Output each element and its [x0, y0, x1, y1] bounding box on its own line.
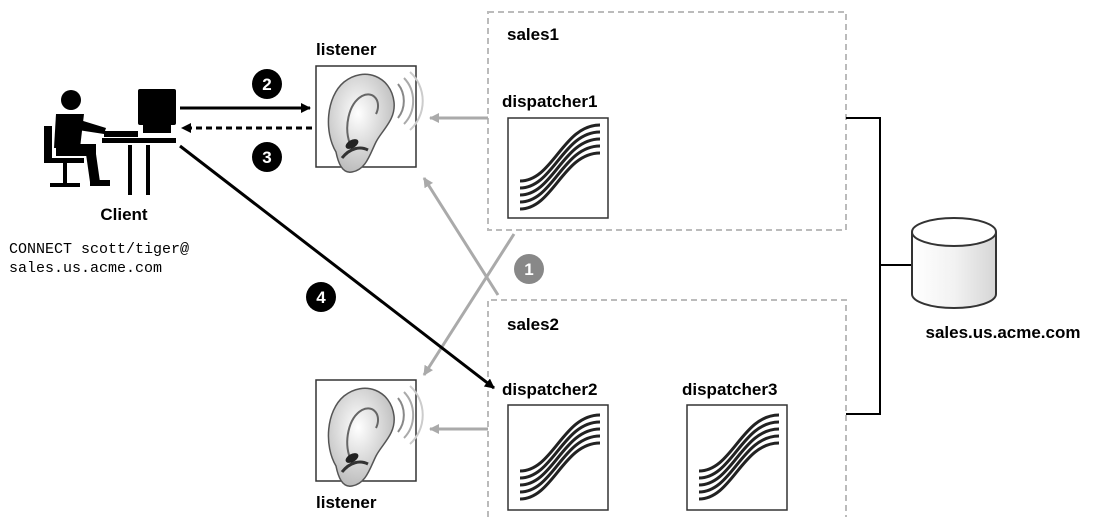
- sales1-label: sales1: [507, 25, 559, 44]
- sales2-to-listener-top-arrow: [422, 177, 500, 296]
- connect-string-line2: sales.us.acme.com: [9, 260, 162, 277]
- sales2-label: sales2: [507, 315, 559, 334]
- instances-to-database-connector: [846, 117, 912, 415]
- database-label: sales.us.acme.com: [926, 323, 1081, 342]
- client-person-icon: [44, 89, 176, 195]
- sales1-instance-box: [487, 11, 847, 231]
- database-cylinder-icon: [911, 217, 997, 309]
- dispatcher3-label: dispatcher3: [682, 380, 777, 399]
- client-label: Client: [100, 205, 148, 224]
- step-4-badge: 4: [306, 282, 336, 312]
- dispatcher2-label: dispatcher2: [502, 380, 597, 399]
- step-3-badge: 3: [252, 142, 282, 172]
- sales1-to-listener-bottom-arrow: [422, 233, 516, 376]
- listener-top-label: listener: [316, 40, 377, 59]
- step-4-label: 4: [316, 288, 326, 307]
- step-1-badge: 1: [514, 254, 544, 284]
- step-2-badge: 2: [252, 69, 282, 99]
- step-3-label: 3: [262, 148, 271, 167]
- client-to-dispatcher2-arrow: [179, 144, 495, 390]
- step-2-label: 2: [262, 75, 271, 94]
- sales2-instance-box: [487, 299, 847, 517]
- listener-bottom-label: listener: [316, 493, 377, 512]
- step-1-label: 1: [524, 260, 533, 279]
- connect-string-line1: CONNECT scott/tiger@: [9, 241, 189, 258]
- dispatcher1-label: dispatcher1: [502, 92, 597, 111]
